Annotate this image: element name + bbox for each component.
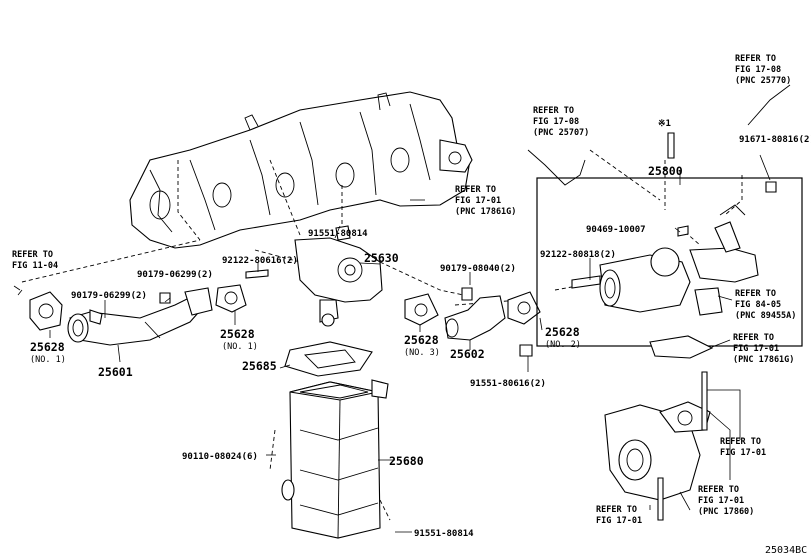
part-labels: 25800 25630 91551-80814 92122-80616(2) 9…: [30, 119, 811, 539]
label-91551-80616: 91551-80616(2): [470, 379, 546, 389]
gasket-throttle: [649, 335, 714, 359]
refer-fig-17-08-a: REFER TO FIG 17-08 (PNC 25707): [533, 106, 589, 138]
label-91671-80816: 91671-80816(2): [739, 135, 811, 145]
label-25628-left: 25628: [30, 340, 65, 354]
label-25630: 25630: [364, 251, 399, 265]
label-90179-06299-a: 90179-06299(2): [137, 270, 213, 280]
egr-cooler-25680: [281, 379, 389, 539]
label-91551-80814-a: 91551-80814: [308, 229, 368, 239]
leader-lines: [49, 154, 771, 533]
label-star1: ※1: [658, 119, 671, 129]
refer-fig-17-08-b: REFER TO FIG 17-08 (PNC 25770): [735, 54, 791, 86]
label-25628-mid: 25628: [220, 327, 255, 341]
valve-25630: [294, 225, 383, 327]
label-91551-80814-b: 91551-80814: [414, 529, 474, 539]
pipe-25602: [444, 287, 506, 341]
gasket-25628-no1-left: [13, 285, 63, 331]
label-25680: 25680: [389, 454, 424, 468]
diagram-code: 25034BC: [765, 545, 807, 556]
gasket-25628-no3: [404, 293, 439, 326]
label-90179-08040: 90179-08040(2): [440, 264, 516, 274]
refer-fig-11-04: REFER TO FIG 11-04: [12, 250, 58, 271]
refer-fig-17-01-a: REFER TO FIG 17-01 (PNC 17861G): [455, 185, 516, 217]
gasket-25685: [284, 341, 373, 377]
guide-lines: [21, 149, 743, 521]
label-25628-no3: 25628: [404, 333, 439, 347]
refer-fig-17-01-d: REFER TO FIG 17-01 (PNC 17860): [698, 485, 754, 517]
label-25628-no2: 25628: [545, 325, 580, 339]
label-25800: 25800: [648, 164, 683, 178]
refer-fig-17-01-c: REFER TO FIG 17-01: [720, 437, 766, 458]
label-90179-06299-b: 90179-06299(2): [71, 291, 147, 301]
refer-fig-17-01-e: REFER TO FIG 17-01: [596, 505, 642, 526]
label-92122-80818: 92122-80818(2): [540, 250, 616, 260]
pipe-25601: [67, 287, 213, 346]
throttle-body: [604, 401, 711, 501]
egr-valve: [571, 204, 759, 316]
refer-fig-84-05: REFER TO FIG 84-05 (PNC 89455A): [735, 289, 796, 321]
label-no1-mid: (NO. 1): [222, 342, 258, 352]
label-no2: (NO. 2): [545, 340, 581, 350]
hose-25707: [527, 149, 586, 186]
label-90110-08024: 90110-08024(6): [182, 452, 258, 462]
gasket-25628-no2: [507, 291, 541, 357]
hose-25770: [747, 84, 791, 126]
stud-star1: [667, 132, 675, 159]
label-no1-left: (NO. 1): [30, 355, 66, 365]
label-no3: (NO. 3): [404, 348, 440, 358]
label-25601: 25601: [98, 365, 133, 379]
gasket-25628-no1-mid: [215, 269, 269, 313]
label-92122-80616: 92122-80616(2): [222, 256, 298, 266]
bolt-91671-80816: [765, 181, 777, 193]
label-90469-10007: 90469-10007: [586, 225, 646, 235]
label-25685: 25685: [242, 359, 277, 373]
label-25602: 25602: [450, 347, 485, 361]
refer-callouts: REFER TO FIG 11-04 REFER TO FIG 17-08 (P…: [12, 54, 796, 526]
refer-fig-17-01-b: REFER TO FIG 17-01 (PNC 17861G): [733, 333, 794, 365]
intake-manifold: [129, 91, 473, 249]
long-bolts: [657, 371, 741, 521]
